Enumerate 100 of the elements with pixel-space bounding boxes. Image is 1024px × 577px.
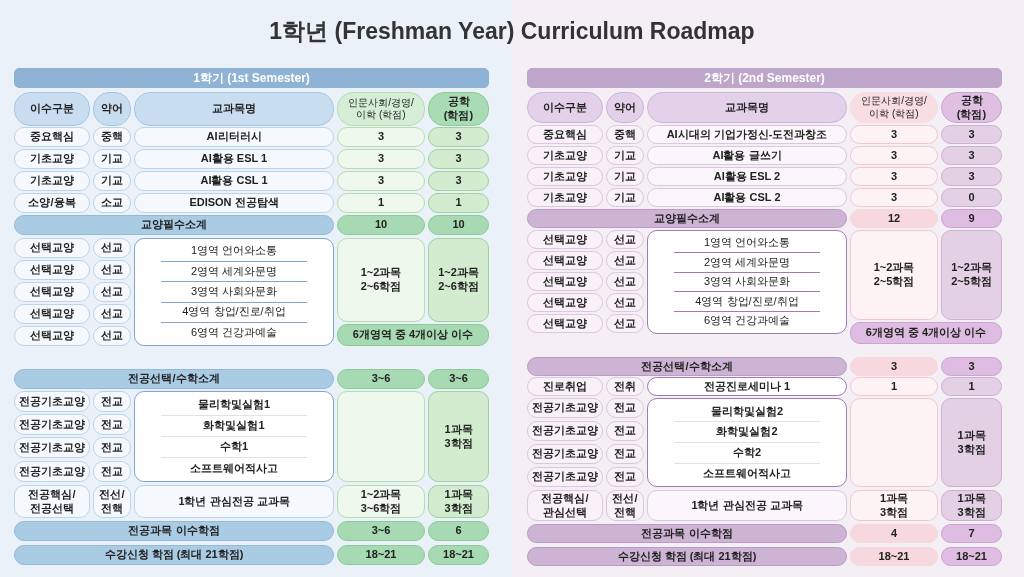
subtotal-credit-cell: 3~6 <box>337 369 425 389</box>
subtotal-credit-cell: 4 <box>850 524 938 543</box>
column-header: 인문사회/경영/이학 (학점) <box>337 92 425 126</box>
credit-cell: 3 <box>850 125 938 144</box>
credit-cell: 3 <box>337 149 425 169</box>
credit-cell: 1~2과목 3~6학점 <box>337 485 425 518</box>
course-name: 4영역 창업/진로/취업 <box>695 294 799 309</box>
category-cell: 선택교양 <box>14 304 90 324</box>
subtotal-bar: 수강신청 학점 (최대 21학점) <box>14 545 334 565</box>
category-cell: 전공기초교양 <box>527 467 603 487</box>
course-cell: AI활용 CSL 1 <box>134 171 334 191</box>
category-cell: 전공핵심/ 전공선택 <box>14 485 90 518</box>
requirement-note: 6개영역 중 4개이상 이수 <box>850 322 1002 344</box>
credit-cell: 1과목 3학점 <box>428 391 489 482</box>
subtotal-credit-cell: 7 <box>941 524 1002 543</box>
course-name: 화학및실험1 <box>203 418 265 433</box>
course-cell: 1학년 관심전공 교과목 <box>134 485 334 518</box>
category-cell: 전교 <box>606 421 644 441</box>
credit-cell: 3 <box>850 146 938 165</box>
subtotal-bar: 전공과목 이수학점 <box>14 521 334 541</box>
credit-cell: 1~2과목 2~6학점 <box>428 238 489 322</box>
credit-cell: 3 <box>941 146 1002 165</box>
credit-cell: 1~2과목 2~6학점 <box>337 238 425 322</box>
subtotal-credit-cell: 12 <box>850 209 938 228</box>
category-cell: 기교 <box>93 149 131 169</box>
subtotal-credit-cell: 3~6 <box>428 369 489 389</box>
category-cell: 전공핵심/ 관심선택 <box>527 490 603 521</box>
course-name: 3영역 사회와문화 <box>703 275 791 289</box>
subtotal-bar: 전공선택/수학소계 <box>527 357 847 376</box>
column-header: 교과목명 <box>647 92 847 123</box>
course-name: 물리학및실험1 <box>197 397 271 412</box>
subtotal-bar: 교양필수소계 <box>527 209 847 228</box>
category-cell: 선택교양 <box>527 293 603 312</box>
category-cell: 선택교양 <box>527 272 603 291</box>
course-name: 4영역 창업/진로/취업 <box>182 305 286 320</box>
course-group-box <box>647 398 847 487</box>
credit-cell: 1과목 3학점 <box>850 490 938 521</box>
category-cell: 선교 <box>93 260 131 280</box>
course-name: 1영역 언어와소통 <box>190 244 278 259</box>
requirement-note: 6개영역 중 4개이상 이수 <box>337 324 489 346</box>
course-name: 수학1 <box>219 440 249 454</box>
course-name: 3영역 사회와문화 <box>190 285 278 299</box>
course-name: 화학및실험2 <box>716 425 778 439</box>
subtotal-credit-cell: 10 <box>428 215 489 235</box>
category-cell: 선교 <box>93 304 131 324</box>
credit-cell: 1~2과목 2~5학점 <box>850 230 938 320</box>
credit-cell: 3 <box>428 171 489 191</box>
category-cell: 전교 <box>93 391 131 412</box>
category-cell: 전공기초교양 <box>14 391 90 412</box>
category-cell: 전교 <box>93 461 131 482</box>
course-cell: AI활용 CSL 2 <box>647 188 847 207</box>
category-cell: 기초교양 <box>527 146 603 165</box>
subtotal-bar: 전공선택/수학소계 <box>14 369 334 389</box>
credit-cell: 1~2과목 2~5학점 <box>941 230 1002 320</box>
course-cell: AI시대의 기업가정신-도전과창조 <box>647 125 847 144</box>
category-cell: 전공기초교양 <box>527 444 603 464</box>
credit-cell: 1과목 3학점 <box>941 398 1002 487</box>
category-cell: 선택교양 <box>527 314 603 333</box>
course-name: 소프트웨어적사고 <box>703 466 791 481</box>
category-cell: 전공기초교양 <box>527 398 603 418</box>
course-cell: AI활용 ESL 2 <box>647 167 847 186</box>
course-name: 소프트웨어적사고 <box>190 461 278 476</box>
course-name: 수학2 <box>732 446 762 460</box>
credit-cell <box>337 391 425 482</box>
course-name: 2영역 세계와문명 <box>703 255 791 270</box>
category-cell: 진로취업 <box>527 377 603 396</box>
category-cell: 선택교양 <box>14 282 90 302</box>
column-header: 이수구분 <box>14 92 90 126</box>
category-cell: 선택교양 <box>527 230 603 249</box>
category-cell: 기교 <box>93 171 131 191</box>
category-cell: 전선/ 전핵 <box>93 485 131 518</box>
category-cell: 전공기초교양 <box>527 421 603 441</box>
column-header: 교과목명 <box>134 92 334 126</box>
subtotal-credit-cell: 3~6 <box>337 521 425 541</box>
course-group-box <box>647 230 847 334</box>
column-header: 인문사회/경영/이학 (학점) <box>850 92 938 123</box>
course-group-box <box>134 238 334 346</box>
category-cell: 전공기초교양 <box>14 461 90 482</box>
credit-cell: 3 <box>428 127 489 147</box>
credit-cell: 1 <box>941 377 1002 396</box>
course-cell: EDISON 전공탐색 <box>134 193 334 213</box>
credit-cell: 3 <box>941 167 1002 186</box>
column-header: 이수구분 <box>527 92 603 123</box>
category-cell: 선교 <box>93 238 131 258</box>
category-cell: 기초교양 <box>14 149 90 169</box>
course-name: 6영역 건강과예술 <box>703 314 791 328</box>
subtotal-credit-cell: 6 <box>428 521 489 541</box>
credit-cell: 3 <box>428 149 489 169</box>
category-cell: 선택교양 <box>527 251 603 270</box>
subtotal-credit-cell: 18~21 <box>941 547 1002 566</box>
course-cell: AI리터러시 <box>134 127 334 147</box>
category-cell: 선교 <box>93 282 131 302</box>
course-name: 물리학및실험2 <box>710 404 784 419</box>
subtotal-credit-cell: 10 <box>337 215 425 235</box>
subtotal-credit-cell: 18~21 <box>850 547 938 566</box>
course-cell: 전공진로세미나 1 <box>647 377 847 396</box>
category-cell: 기초교양 <box>527 167 603 186</box>
credit-cell: 1 <box>428 193 489 213</box>
category-cell: 전교 <box>606 467 644 487</box>
credit-cell: 1 <box>337 193 425 213</box>
